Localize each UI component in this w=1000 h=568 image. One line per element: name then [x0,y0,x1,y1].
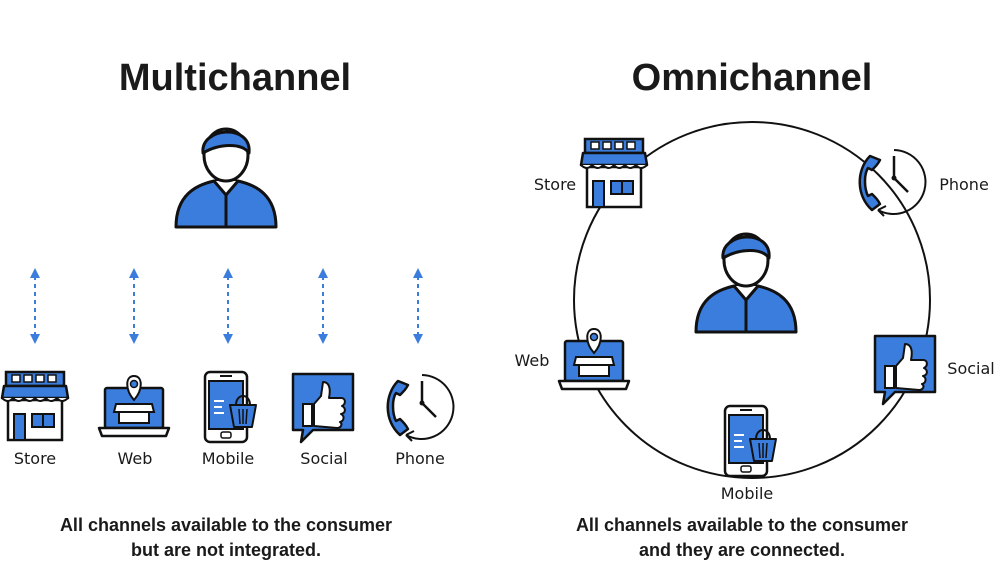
omnichannel-label-mobile: Mobile [721,484,773,503]
multichannel-label-phone: Phone [395,449,445,468]
omnichannel-label-store: Store [534,175,576,194]
bidirectional-arrow-phone [412,267,424,345]
omnichannel-connection-circle [573,121,931,479]
store-icon [0,370,70,442]
bidirectional-arrow-mobile [222,267,234,345]
thumbs-up-icon [291,372,355,444]
bidirectional-arrow-social [317,267,329,345]
phone-clock-icon [386,373,455,443]
omnichannel-label-web: Web [515,351,550,370]
omnichannel-caption-line1: All channels available to the consumer [576,515,908,535]
bidirectional-arrow-store [29,267,41,345]
omnichannel-caption-line2: and they are connected. [639,540,845,560]
phone-clock-icon [858,148,927,218]
multichannel-caption-line1: All channels available to the consumer [60,515,392,535]
multichannel-label-web: Web [118,449,153,468]
multichannel-title: Multichannel [119,57,351,99]
bidirectional-arrow-web [128,267,140,345]
consumer-person-icon [694,232,798,334]
mobile-icon [203,370,258,444]
laptop-web-icon [97,374,171,438]
multichannel-label-social: Social [300,449,347,468]
store-icon [579,137,649,209]
multichannel-caption-line2: but are not integrated. [131,540,321,560]
multichannel-label-mobile: Mobile [202,449,254,468]
mobile-icon [723,404,778,478]
omnichannel-label-social: Social [947,359,994,378]
omnichannel-title: Omnichannel [632,57,873,99]
laptop-web-icon [557,327,631,391]
consumer-person-icon [174,127,278,229]
thumbs-up-icon [873,334,937,406]
omnichannel-label-phone: Phone [939,175,989,194]
multichannel-label-store: Store [14,449,56,468]
